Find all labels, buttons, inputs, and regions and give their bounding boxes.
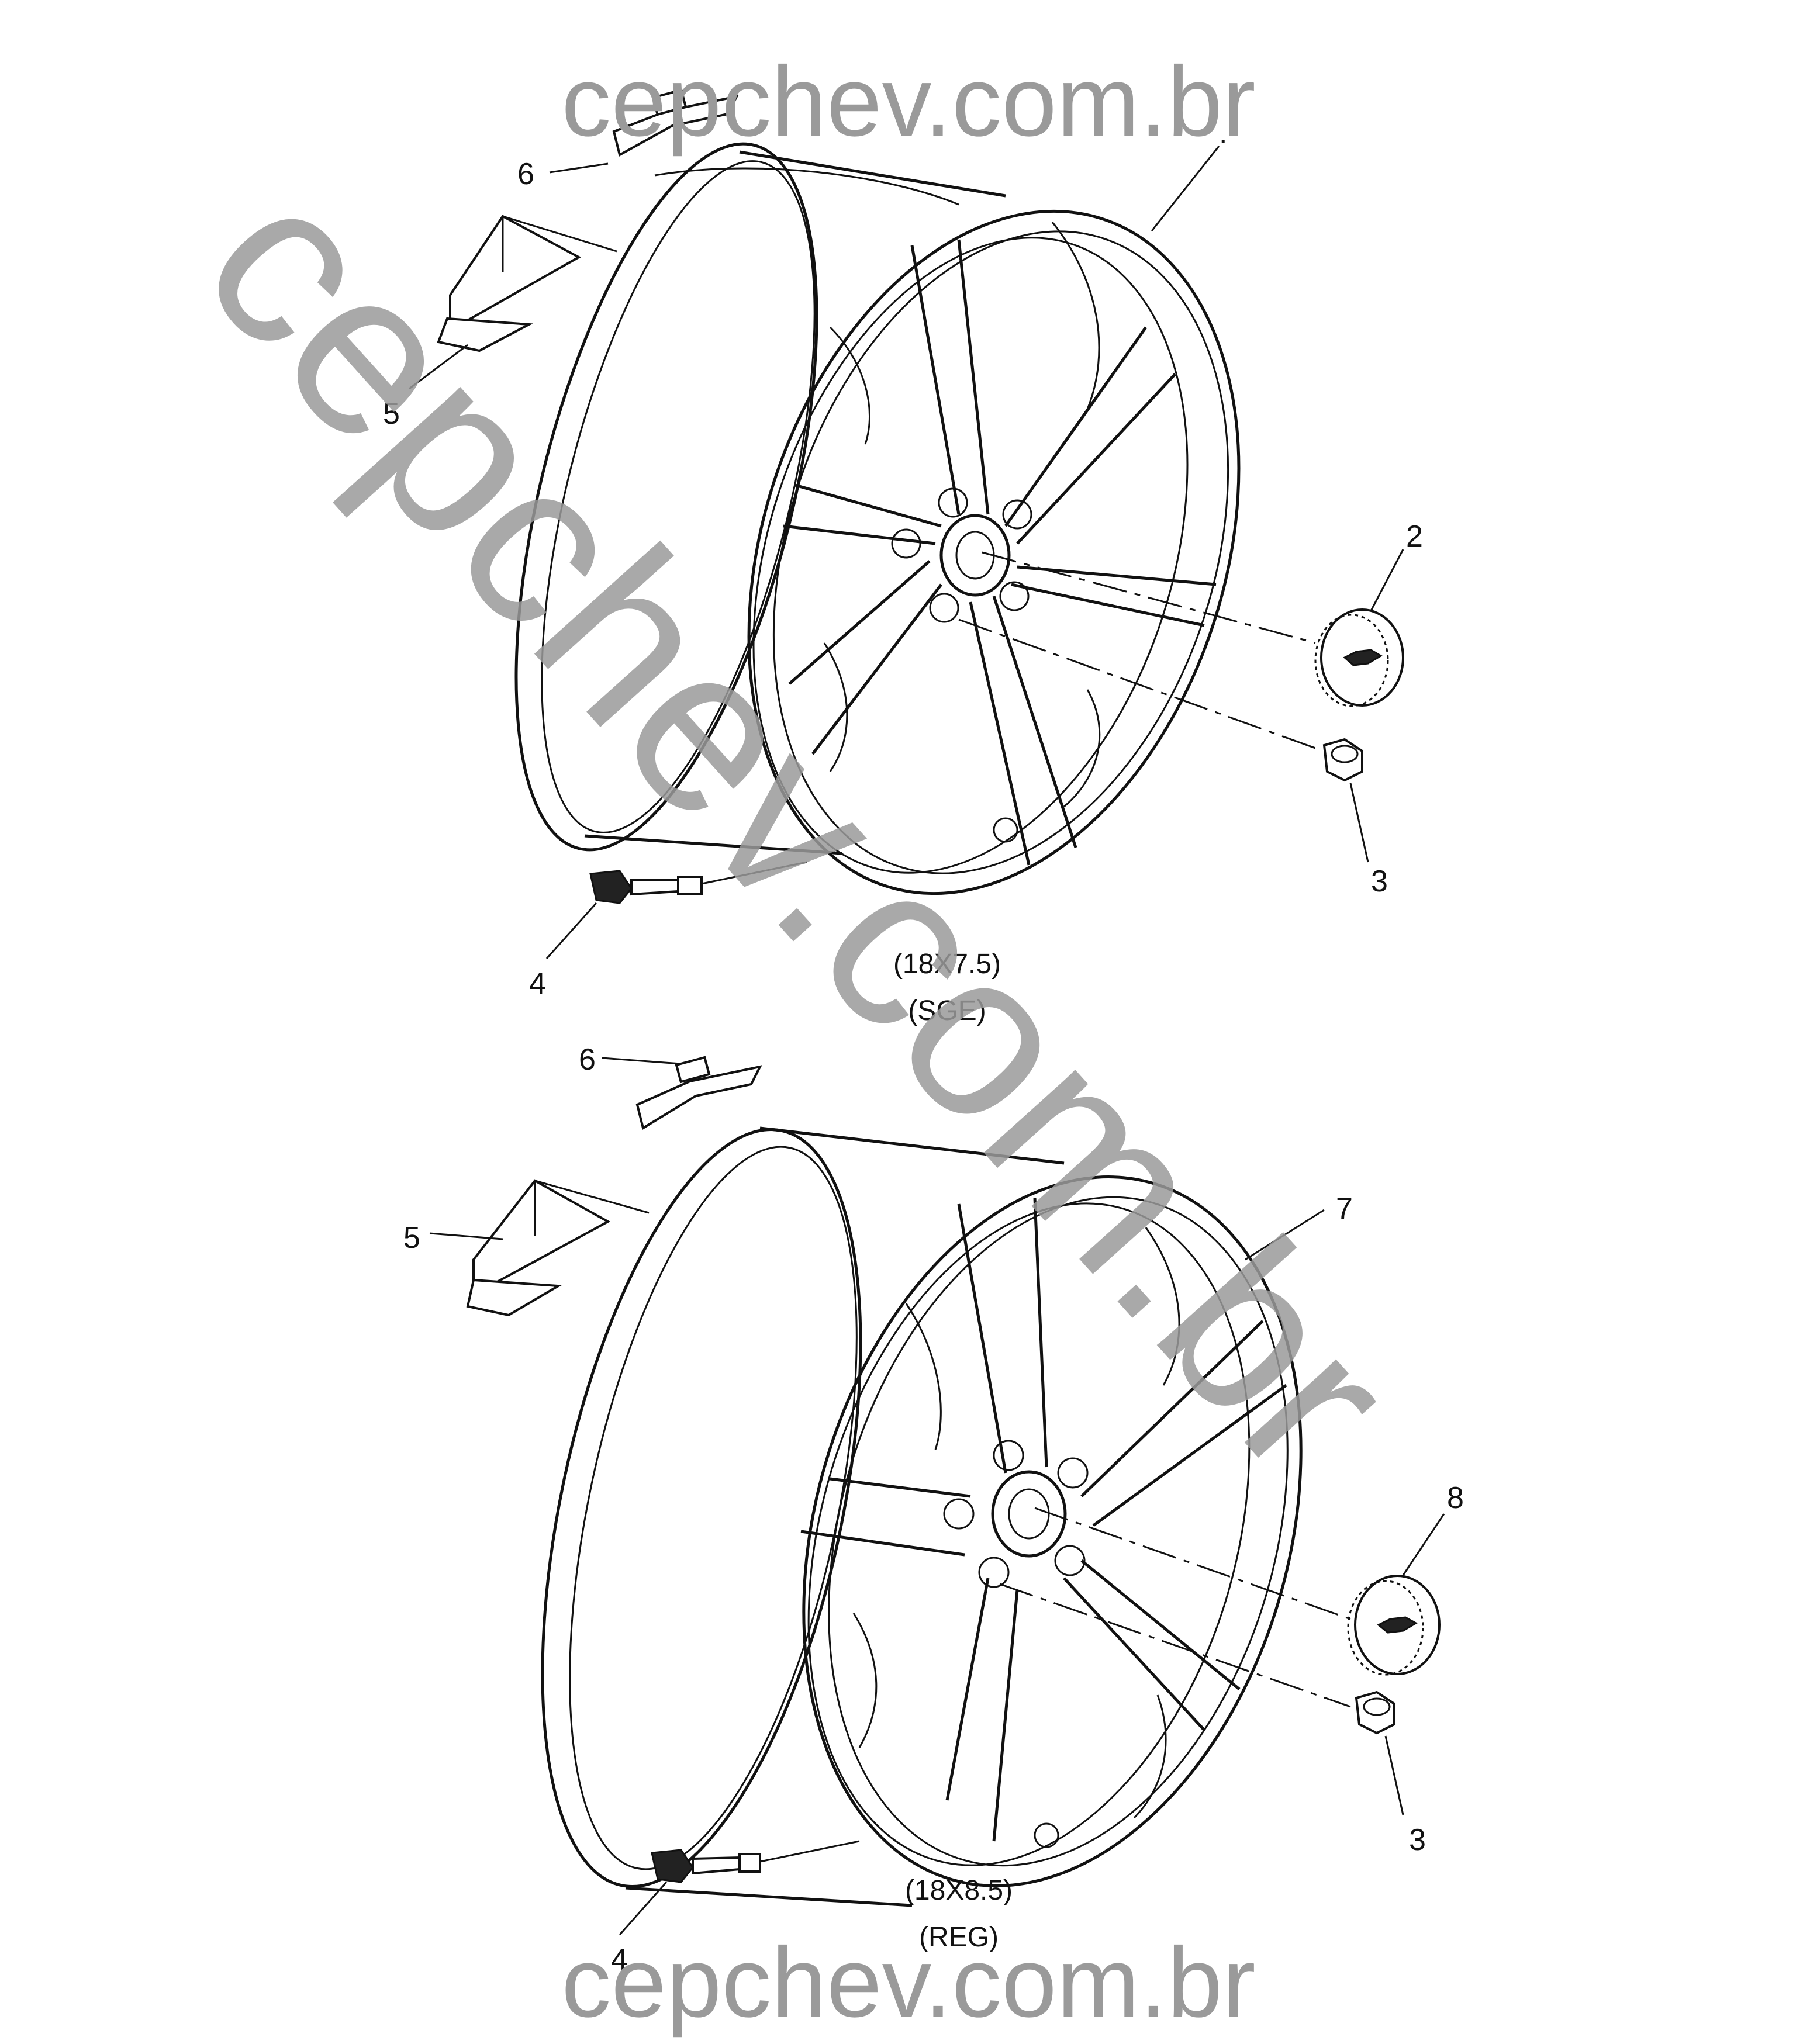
bottom-wheel-assembly (429, 1056, 1445, 1935)
top-wheel-type-caption: (SGE) (908, 995, 986, 1026)
bottom-tpms-sensor (651, 1849, 761, 1883)
top-wheel-face (747, 209, 1241, 895)
top-wheel-size-caption: (18X7.5) (893, 949, 1001, 980)
bottom-wheel-face (800, 1175, 1303, 1887)
top-tpms-sensor (589, 870, 703, 904)
bottom-wheel-size-caption: (18X8.5) (905, 1875, 1013, 1906)
watermark-diagonal: cepchev.com.br (155, 133, 1443, 1523)
callout-top-4: 4 (529, 967, 546, 1001)
watermark-bottom: cepchev.com.br (561, 1927, 1255, 2038)
bottom-balance-label (466, 1179, 650, 1317)
callout-top-2: 2 (1406, 520, 1423, 554)
callout-top-6: 6 (517, 157, 534, 191)
callout-bottom-8: 8 (1447, 1481, 1464, 1515)
bottom-wheel-hub (991, 1470, 1067, 1558)
callout-bottom-5: 5 (403, 1221, 420, 1255)
callout-bottom-7: 7 (1336, 1192, 1353, 1226)
callout-top-3: 3 (1371, 864, 1388, 898)
top-balance-label (437, 215, 617, 352)
chevrolet-bowtie-icon (1377, 1616, 1418, 1634)
bottom-wheel-weight (635, 1056, 762, 1130)
bottom-wheel-type-caption: (REG) (919, 1922, 999, 1953)
bottom-center-cap (1347, 1575, 1441, 1676)
top-wheel-assembly (409, 88, 1404, 960)
top-wheel-weight (612, 88, 739, 157)
callout-top-1: . (1219, 116, 1227, 150)
top-center-cap (1314, 608, 1404, 707)
chevrolet-bowtie-icon (1343, 649, 1383, 666)
callout-bottom-4: 4 (611, 1943, 628, 1977)
top-lug-nut (1322, 738, 1363, 782)
top-wheel-hub (939, 514, 1011, 597)
callout-top-5: 5 (383, 397, 400, 431)
watermark-top: cepchev.com.br (561, 46, 1255, 157)
bottom-wheel-valve-hole (1034, 1822, 1059, 1848)
top-wheel-valve-hole (993, 817, 1018, 843)
bottom-lug-nut (1355, 1690, 1395, 1735)
callout-bottom-6: 6 (579, 1043, 596, 1077)
callout-bottom-3: 3 (1409, 1823, 1426, 1857)
